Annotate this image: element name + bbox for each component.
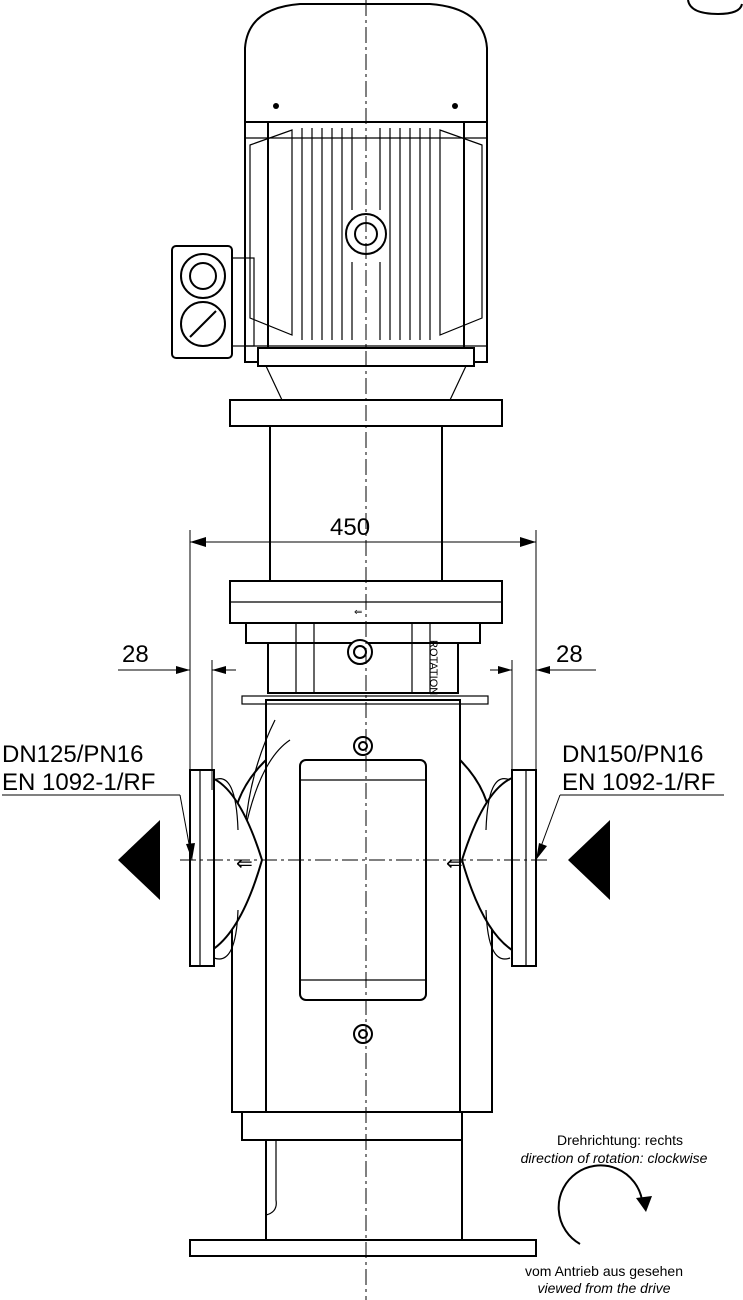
right-flange-label: DN150/PN16 EN 1092-1/RF bbox=[535, 741, 724, 861]
dim-right-offset-label: 28 bbox=[556, 641, 583, 668]
upper-drain-plug-icon bbox=[353, 736, 373, 756]
cable-gland-icon bbox=[180, 253, 226, 299]
left-flange-label: DN125/PN16 EN 1092-1/RF bbox=[2, 741, 195, 861]
rotation-label-en: direction of rotation: clockwise bbox=[521, 1150, 708, 1166]
dim-width-label: 450 bbox=[330, 514, 370, 541]
clockwise-arrow-icon bbox=[557, 1164, 643, 1245]
left-flange-standard: EN 1092-1/RF bbox=[2, 769, 155, 796]
view-label-de: vom Antrieb aus gesehen bbox=[525, 1263, 683, 1279]
dim-450: 450 bbox=[189, 514, 537, 770]
rotation-label-de: Drehrichtung: rechts bbox=[557, 1132, 683, 1148]
inlet-arrow-icon bbox=[568, 820, 610, 900]
internal-flow-left-icon: ⇐ bbox=[236, 853, 253, 875]
casing-cover bbox=[299, 759, 427, 1001]
lantern: ROTATION ⇐ bbox=[229, 425, 503, 695]
left-flange-size: DN125/PN16 bbox=[2, 741, 143, 768]
lantern-body bbox=[269, 425, 443, 582]
cooling-fins bbox=[301, 128, 431, 340]
outlet-arrow-icon bbox=[118, 820, 160, 900]
dim-left-offset-label: 28 bbox=[122, 641, 149, 668]
pump-casing: ⇐ ⇐ bbox=[189, 695, 537, 1257]
stamp-outline bbox=[687, 0, 743, 16]
right-flange bbox=[511, 769, 537, 967]
right-flange-size: DN150/PN16 bbox=[562, 741, 703, 768]
brand-marking: ROTATION bbox=[427, 640, 439, 695]
lower-drain-plug-icon bbox=[353, 1024, 373, 1044]
small-arrow-mark: ⇐ bbox=[354, 607, 362, 618]
view-label-en: viewed from the drive bbox=[537, 1280, 670, 1296]
right-flange-standard: EN 1092-1/RF bbox=[562, 769, 715, 796]
coupling-bolt-icon bbox=[347, 639, 373, 665]
base-plate bbox=[189, 1239, 537, 1257]
dim-28-right: 28 bbox=[490, 641, 596, 790]
left-flange bbox=[189, 769, 215, 967]
cover-screw-right bbox=[452, 103, 458, 109]
motor bbox=[171, 3, 503, 427]
internal-flow-right-icon: ⇐ bbox=[446, 853, 463, 875]
terminal-box bbox=[171, 245, 255, 359]
pump-base bbox=[265, 1139, 463, 1241]
dim-28-left: 28 bbox=[118, 641, 236, 790]
rotation-note: Drehrichtung: rechts direction of rotati… bbox=[521, 1132, 708, 1296]
cover-screw-left bbox=[273, 103, 279, 109]
